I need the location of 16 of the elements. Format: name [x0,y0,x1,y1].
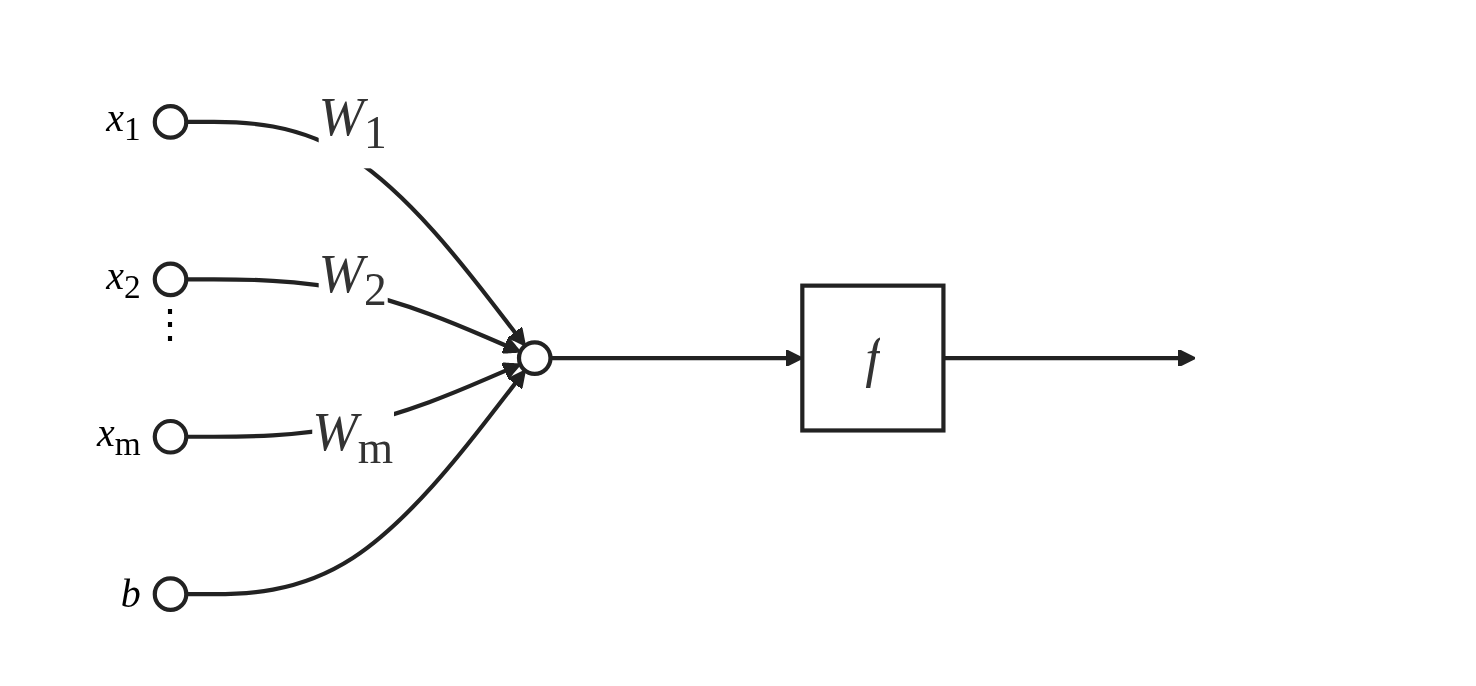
node-circle [152,104,189,140]
ellipsis-label: ⋮ [150,301,190,346]
node-box: f [800,283,946,433]
node-caption: x$_{1}$ [106,98,141,146]
node-circle [516,340,553,376]
node-circle [152,576,189,612]
node-caption: b [120,574,141,615]
edge-label: W$_{m}$ [312,401,394,474]
node-caption: x$_{2}$ [106,255,141,303]
node-caption: x$_{m}$ [97,413,141,461]
arrow [186,119,526,347]
edge-label: W$_{1}$ [318,86,387,159]
node-circle [152,261,189,298]
node-circle [152,418,189,455]
arrow [186,369,526,597]
edge-label: W$_{2}$ [318,244,387,316]
